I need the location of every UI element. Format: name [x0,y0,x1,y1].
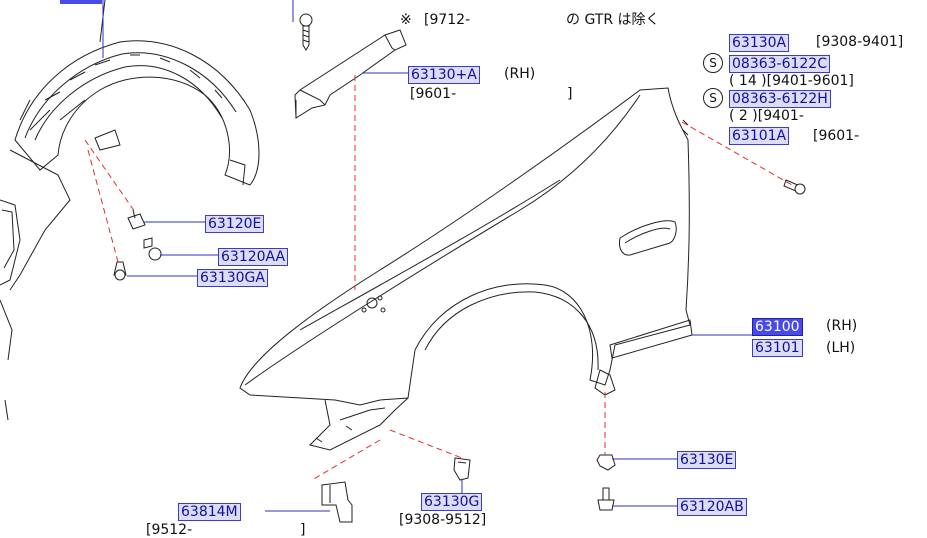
part-label-63130A[interactable]: 63130A [729,34,790,52]
bolt-63120AB [597,487,615,511]
part-label-63120E[interactable]: 63120E [205,215,265,233]
clip-63130G [453,457,471,481]
part-suffix-63130pA: (RH) [504,66,536,82]
part-label-63130GA[interactable]: 63130GA [197,269,268,287]
range-63130A: [9308-9401] [816,34,904,50]
note-mark: ※ [400,12,412,28]
s-mark-08363H: S [703,88,723,108]
seal-63814M [321,481,353,523]
dashed-leaders [84,75,793,481]
part-label-63120AA[interactable]: 63120AA [218,248,289,266]
part-label-63130pA[interactable]: 63130+A [408,66,480,84]
part-label-63120AB[interactable]: 63120AB [677,498,747,516]
part-label-63100[interactable]: 63100 [752,318,803,336]
part-label-08363C[interactable]: 08363-6122C [729,55,830,73]
range-63814M: [9512- [146,522,193,538]
fender-holes [361,295,386,313]
note-code: [9712- [424,12,471,28]
qty-08363H: ( 2 )[9401- [729,108,804,124]
clip-63120E [127,209,146,230]
range-close-63130pA: ] [567,86,573,102]
part-label-63101A[interactable]: 63101A [729,127,790,145]
part-label-63101[interactable]: 63101 [752,339,803,357]
part-label-63130G[interactable]: 63130G [421,493,483,511]
screw-top [299,13,313,51]
cut-label-stub [60,0,102,4]
part-label-63130E[interactable]: 63130E [677,451,737,469]
range-63130pA: [9601- [410,86,457,102]
clip-63130GA [113,261,127,281]
part-suffix-63101: (LH) [826,340,856,356]
solid-leaders [102,0,752,512]
bracket-drawing [294,29,407,119]
nut-63130E [596,454,616,471]
range-close-63814M: ] [300,522,306,538]
part-label-08363H[interactable]: 08363-6122H [729,90,831,108]
fender-liner-drawing [0,0,260,421]
part-suffix-63100: (RH) [826,318,858,334]
screw-63120AA [143,237,162,261]
part-label-63814M[interactable]: 63814M [178,503,241,521]
range-63130G: [9308-9512] [399,512,487,528]
note-text: の GTR は除く [566,12,660,28]
fender-drawing [239,87,693,451]
range-63101A: [9601- [813,128,860,144]
qty-08363C: ( 14 )[9401-9601] [729,73,854,89]
s-mark-08363C: S [703,53,723,73]
